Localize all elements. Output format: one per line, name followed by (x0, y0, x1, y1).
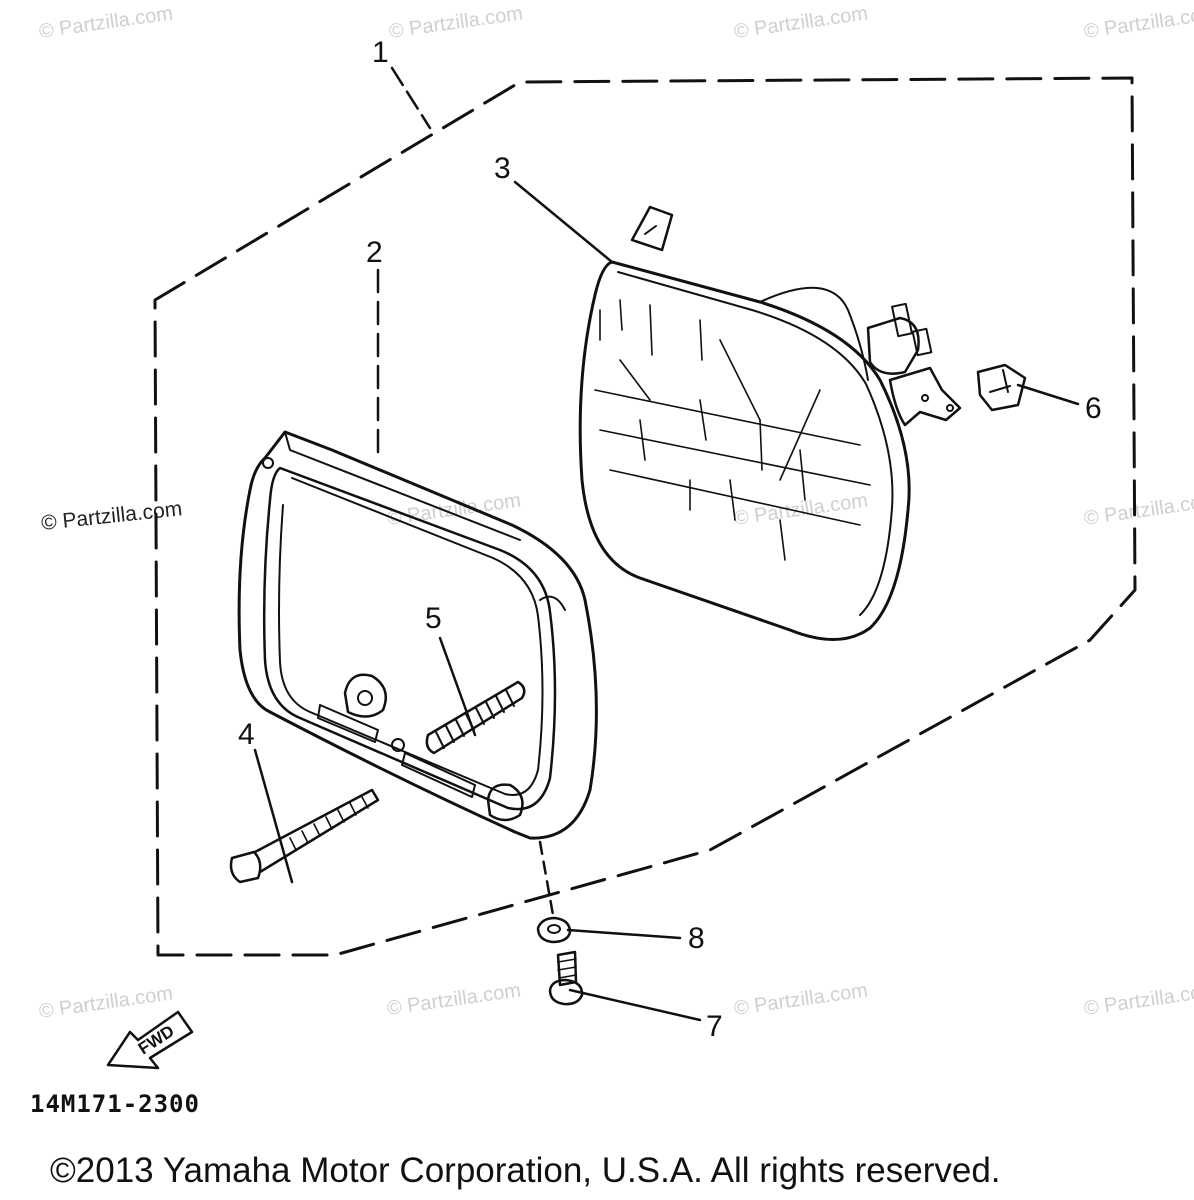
leader-lines (253, 66, 1080, 1022)
drawing-code: 14M171-2300 (30, 1090, 200, 1118)
leader-line-4 (253, 748, 294, 884)
watermark: © Partzilla.com (1083, 979, 1194, 1020)
bulb-connector (976, 363, 1027, 412)
forward-arrow-icon: FWD (106, 1010, 194, 1070)
callout-2: 2 (366, 236, 383, 269)
watermark-dark: © Partzilla.com (40, 497, 183, 535)
watermark: © Partzilla.com (733, 489, 870, 530)
watermark: © Partzilla.com (38, 2, 175, 43)
callout-labels: 1 2 3 4 5 6 7 8 (238, 36, 1102, 1043)
adjusting-spring (425, 680, 526, 755)
copyright-notice: ©2013 Yamaha Motor Corporation, U.S.A. A… (50, 1151, 1001, 1190)
callout-6: 6 (1085, 392, 1102, 425)
leader-line-6 (1016, 383, 1080, 406)
leader-line-7 (568, 988, 702, 1022)
leader-line-8 (566, 928, 682, 940)
mounting-screw (548, 950, 584, 1006)
callout-4: 4 (238, 718, 255, 751)
watermark: © Partzilla.com (733, 2, 870, 43)
callout-3: 3 (494, 152, 511, 185)
headlight-rim (237, 430, 598, 840)
watermark: © Partzilla.com (38, 982, 175, 1023)
watermark: © Partzilla.com (388, 2, 525, 43)
nut (536, 916, 572, 944)
leader-line-3 (513, 180, 614, 264)
callout-5: 5 (425, 602, 442, 635)
headlight-unit (578, 205, 962, 641)
assembly-outline (153, 76, 1137, 957)
callout-8: 8 (688, 922, 705, 955)
mounting-axis-line (538, 840, 555, 917)
watermark: © Partzilla.com (386, 979, 523, 1020)
callout-1: 1 (372, 36, 389, 69)
watermark: © Partzilla.com (1083, 2, 1194, 43)
watermark-layer: © Partzilla.com © Partzilla.com © Partzi… (38, 2, 1194, 1023)
adjusting-screw (229, 788, 380, 884)
watermark: © Partzilla.com (733, 979, 870, 1020)
leader-line-1 (390, 66, 432, 130)
watermark: © Partzilla.com (1083, 489, 1194, 530)
callout-7: 7 (706, 1010, 723, 1043)
